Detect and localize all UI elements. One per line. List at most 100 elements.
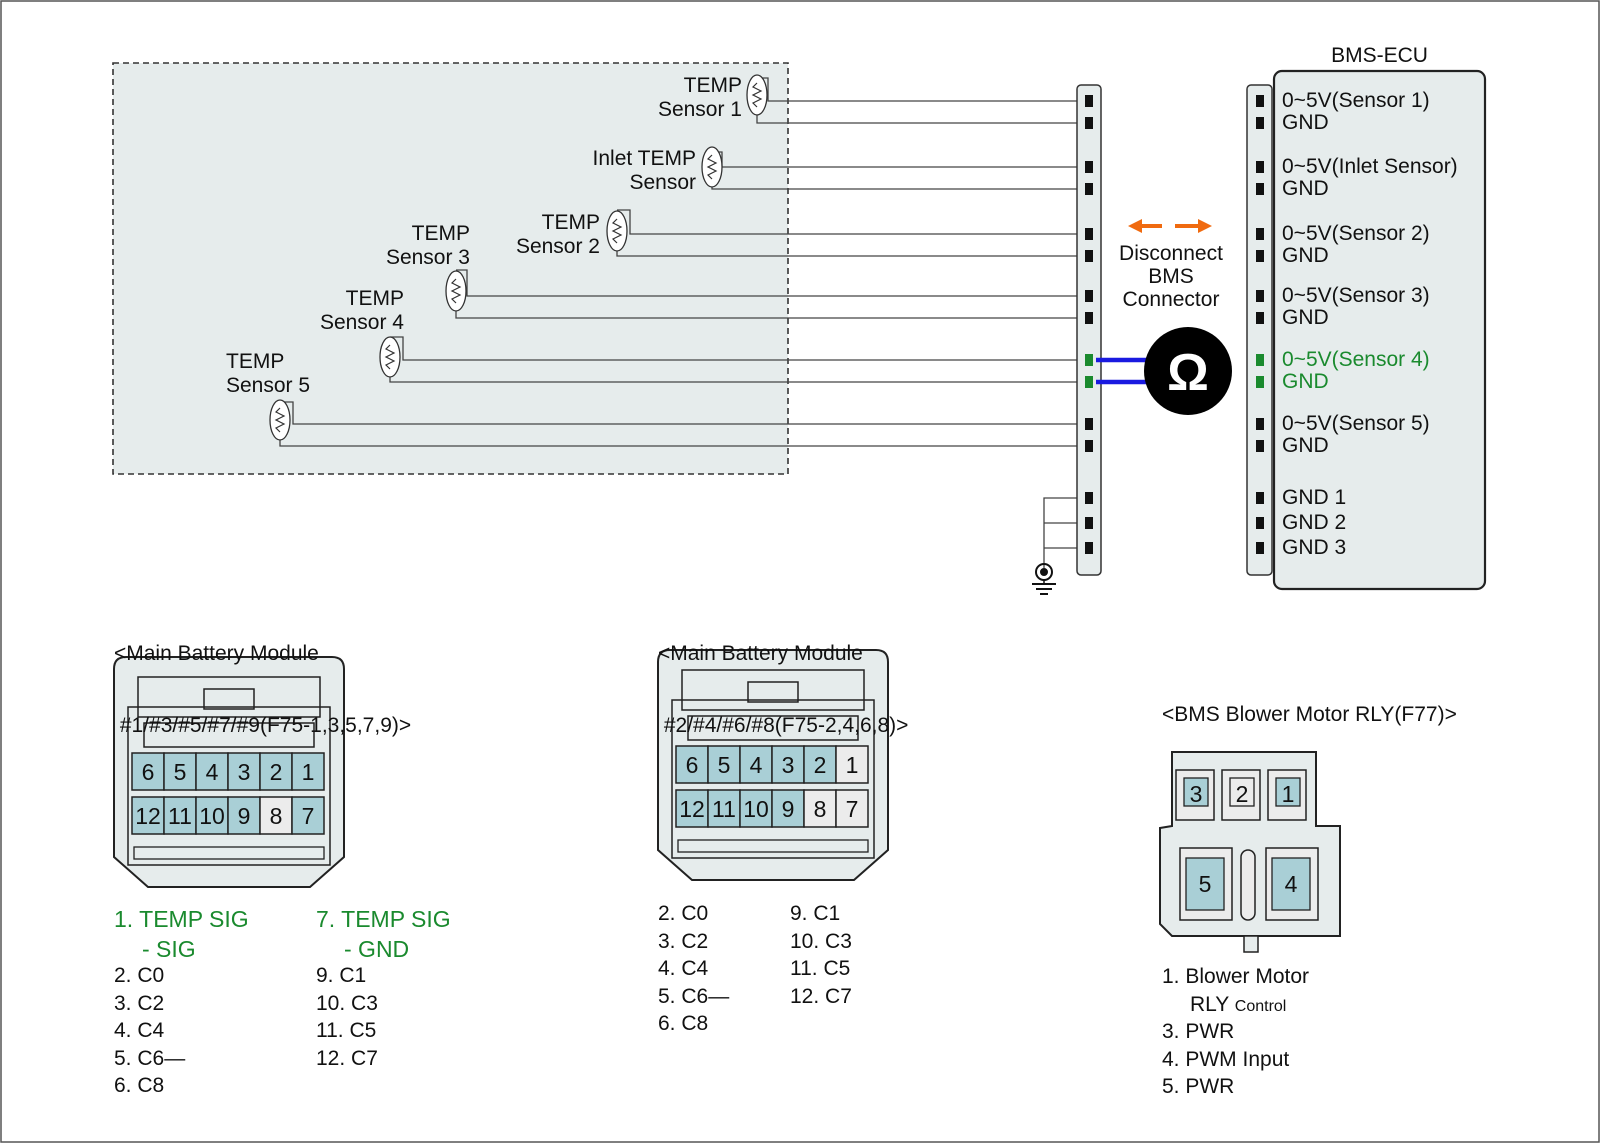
list-item: 3. C2 [658, 929, 709, 953]
list-item: 1. Blower Motor [1162, 965, 1310, 988]
connector-bottom-rail [133, 846, 325, 860]
sensor3-label-line2: Sensor 3 [385, 246, 470, 269]
harness-connector [1076, 84, 1102, 576]
list-item: 4. C4 [658, 957, 709, 980]
module-odd-pin1-line2: - SIG [142, 936, 196, 962]
connector-inner [671, 699, 875, 859]
relay-cell [1185, 857, 1225, 911]
ecu-pin [1256, 517, 1264, 529]
thermistor-icon [701, 146, 723, 188]
ecu-pin-label: GND [1282, 434, 1329, 457]
sensor4-label: TEMP Sensor 4 [284, 287, 404, 335]
list-item: 12. C7 [316, 1046, 378, 1070]
module-odd-title: <Main Battery Module #1/#3/#5/#7/#9(F75-… [114, 594, 411, 786]
ecu-pin [1256, 161, 1264, 173]
connector-cell [227, 752, 261, 791]
connector-pin-number: 3 [238, 759, 251, 785]
connector-pin [1085, 228, 1093, 240]
connector-pin-number: 9 [238, 803, 251, 829]
connector-pin-number: 3 [782, 752, 795, 778]
list-item: 5. C6― [114, 1046, 186, 1070]
connector-cell [803, 745, 837, 784]
module-odd-title-line2: #1/#3/#5/#7/#9(F75-1,3,5,7,9)> [114, 714, 412, 737]
sensor4-label-line2: Sensor 4 [319, 311, 404, 334]
sensor2-label: TEMP Sensor 2 [480, 211, 600, 259]
list-item: 10. C3 [790, 929, 852, 953]
blower-relay-pin-list: 1. Blower Motor RLY Control 3. PWR 4. PW… [1162, 963, 1309, 1101]
sensor5-label: TEMP Sensor 5 [226, 350, 310, 398]
list-item: 5. C6― [658, 984, 730, 1008]
relay-pin-number: 4 [1285, 871, 1298, 897]
disconnect-arrows [1128, 219, 1212, 233]
inlet-sensor-label-line1: Inlet TEMP [592, 147, 696, 170]
relay-pin-number: 5 [1199, 871, 1212, 897]
connector-cell [195, 752, 229, 791]
connector-pin-number: 9 [782, 796, 795, 822]
list-item: 10. C3 [316, 991, 378, 1015]
connector-pin-number: 6 [142, 759, 155, 785]
connector-pin [1085, 117, 1093, 129]
connector-cell [803, 789, 837, 828]
harness-connector-pins [1085, 95, 1093, 554]
list-item: 4. PWM Input [1162, 1047, 1290, 1071]
module-odd-pin1-line1: 1. TEMP SIG [114, 906, 249, 932]
sensor3-label-line1: TEMP [411, 222, 470, 245]
connector-pin-number: 6 [686, 752, 699, 778]
connector-pin-number: 1 [302, 759, 315, 785]
ecu-pin-label: GND [1282, 370, 1329, 393]
relay-pin-number: 3 [1190, 781, 1203, 807]
connector-pin [1085, 183, 1093, 195]
connector-cell [259, 796, 293, 835]
list-item: 2. C0 [114, 964, 165, 987]
connector-slot [687, 715, 859, 741]
connector-slot [143, 722, 315, 748]
ecu-pin-label: GND 1 [1282, 486, 1347, 509]
relay-pin-number: 1 [1282, 781, 1295, 807]
list-item: 6. C8 [658, 1012, 709, 1035]
connector-pin-number: 10 [199, 803, 225, 829]
sensor4-label-line1: TEMP [345, 287, 404, 310]
sensor1-label: TEMP Sensor 1 [630, 74, 742, 122]
thermistor-icon [379, 336, 401, 378]
battery-pack-area [112, 62, 789, 475]
module-odd-pin7-label: 7. TEMP SIG - GND [316, 904, 451, 964]
connector-cell [291, 796, 325, 835]
connector-pin [1085, 492, 1093, 504]
sensor1-label-line2: Sensor 1 [657, 98, 742, 121]
ecu-pin-label: GND 3 [1282, 536, 1347, 559]
sensor5-label-line2: Sensor 5 [226, 374, 311, 397]
connector-pin-number: 7 [846, 796, 859, 822]
ecu-pin-label: 0~5V(Sensor 2) [1282, 222, 1430, 245]
ecu-pin [1256, 376, 1264, 388]
bms-ecu-box [1272, 69, 1487, 591]
connector-latch-tab [747, 681, 799, 703]
connector-pin [1085, 542, 1093, 554]
ecu-pin-label: GND [1282, 177, 1329, 200]
module-even-title-line1: <Main Battery Module [658, 642, 863, 665]
relay-divider [1240, 849, 1256, 921]
connector-latch-tab [203, 688, 255, 710]
connector-cell [195, 796, 229, 835]
blower-pin1-rly: RLY [1190, 992, 1229, 1016]
connector-pin-number: 12 [679, 796, 705, 822]
list-item: 3. PWR [1162, 1020, 1235, 1043]
thermistor-icon [445, 270, 467, 312]
connector-cell [163, 752, 197, 791]
connector-cell [835, 745, 869, 784]
connector-cell [291, 752, 325, 791]
connector-pin [1085, 418, 1093, 430]
connector-pin-number: 2 [270, 759, 283, 785]
module-even-title-line2: #2/#4/#6/#8(F75-2,4,6,8)> [658, 714, 909, 737]
list-item: 11. C5 [316, 1019, 377, 1042]
ecu-pin-label: 0~5V(Inlet Sensor) [1282, 155, 1458, 178]
ecu-pin [1256, 290, 1264, 302]
ecu-title: BMS-ECU [1331, 44, 1428, 67]
connector-pin-number: 5 [718, 752, 731, 778]
ecu-pin-label: 0~5V(Sensor 3) [1282, 284, 1430, 307]
ohmmeter-icon [1144, 327, 1232, 415]
connector-pin [1085, 290, 1093, 302]
connector-cell [739, 789, 773, 828]
ohm-symbol: Ω [1167, 344, 1209, 402]
connector-cell [707, 789, 741, 828]
